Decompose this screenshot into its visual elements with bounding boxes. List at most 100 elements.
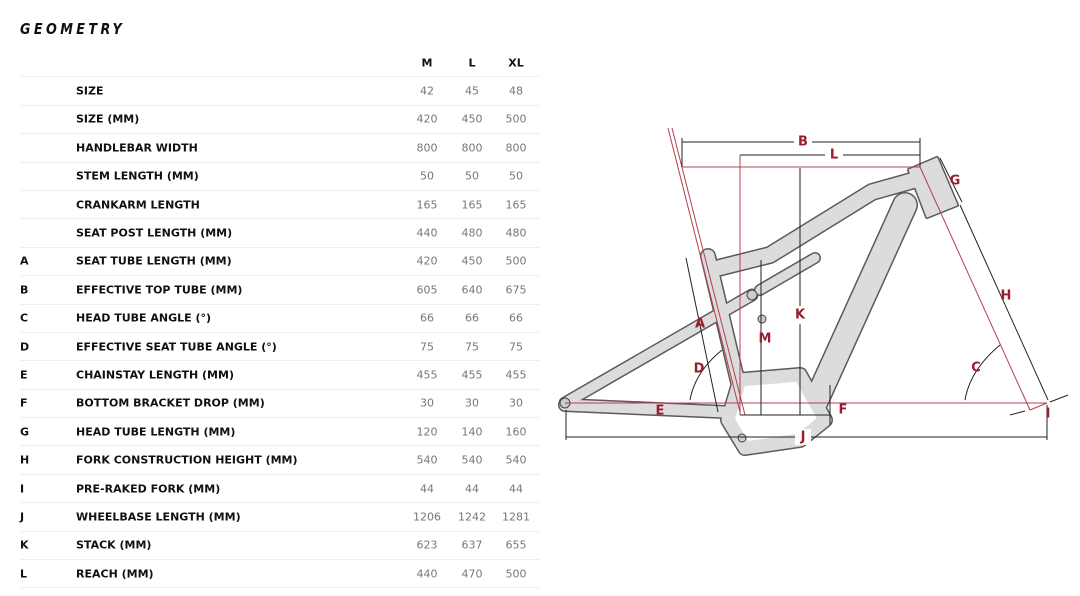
value-m: 540 — [416, 453, 438, 467]
value-l: 165 — [461, 198, 483, 212]
value-l: 75 — [465, 340, 479, 354]
value-m: 42 — [420, 84, 434, 98]
bike-frame — [558, 156, 959, 456]
value-m: 165 — [416, 198, 438, 212]
row-label: WHEELBASE LENGTH (MM) — [76, 510, 241, 524]
red-reference-lines — [565, 127, 1048, 416]
row-label: HANDLEBAR WIDTH — [76, 141, 198, 155]
value-m: 50 — [420, 169, 434, 183]
row-label: SIZE (MM) — [76, 112, 140, 126]
row-label: STACK (MM) — [76, 538, 152, 552]
value-xl: 75 — [509, 340, 523, 354]
row-letter: G — [20, 425, 30, 439]
value-xl: 500 — [505, 112, 527, 126]
value-l: 50 — [465, 169, 479, 183]
value-xl: 160 — [505, 425, 527, 439]
table-header: M L XL — [20, 49, 540, 78]
table-row: B EFFECTIVE TOP TUBE (MM) 605 640 675 — [20, 276, 540, 305]
value-xl: 455 — [505, 368, 527, 382]
row-label: EFFECTIVE SEAT TUBE ANGLE (°) — [76, 340, 277, 354]
value-m: 605 — [416, 283, 438, 297]
value-m: 75 — [420, 340, 434, 354]
value-l: 450 — [461, 254, 483, 268]
table-row: H FORK CONSTRUCTION HEIGHT (MM) 540 540 540 — [20, 446, 540, 475]
value-xl: 500 — [505, 254, 527, 268]
label-h: H — [1001, 289, 1012, 304]
value-l: 30 — [465, 396, 479, 410]
row-letter: I — [20, 482, 25, 496]
value-l: 800 — [461, 141, 483, 155]
value-xl: 500 — [505, 567, 527, 581]
row-label: BOTTOM BRACKET DROP (MM) — [76, 396, 265, 410]
value-m: 120 — [416, 425, 438, 439]
page-title: GEOMETRY — [20, 20, 126, 38]
value-l: 637 — [461, 538, 483, 552]
value-xl: 48 — [509, 84, 523, 98]
value-m: 44 — [420, 482, 434, 496]
label-l: L — [830, 148, 838, 163]
column-header-l: L — [468, 56, 476, 70]
value-l: 470 — [461, 567, 483, 581]
value-l: 66 — [465, 311, 479, 325]
value-m: 420 — [416, 254, 438, 268]
value-xl: 540 — [505, 453, 527, 467]
value-m: 800 — [416, 141, 438, 155]
label-a: A — [695, 317, 705, 332]
value-l: 44 — [465, 482, 479, 496]
label-m: M — [759, 332, 772, 347]
value-l: 540 — [461, 453, 483, 467]
label-j: J — [800, 430, 806, 445]
value-l: 480 — [461, 226, 483, 240]
table-row: D EFFECTIVE SEAT TUBE ANGLE (°) 75 75 75 — [20, 333, 540, 362]
dimension-labels: B L K M A D E F G H C I J — [656, 134, 1051, 445]
value-l: 1242 — [458, 510, 486, 524]
value-l: 45 — [465, 84, 479, 98]
value-l: 640 — [461, 283, 483, 297]
value-m: 30 — [420, 396, 434, 410]
row-label: SEAT POST LENGTH (MM) — [76, 226, 233, 240]
label-f: F — [839, 403, 848, 418]
row-letter: F — [20, 396, 28, 410]
label-c: C — [971, 361, 981, 376]
row-letter: B — [20, 283, 29, 297]
value-xl: 50 — [509, 169, 523, 183]
row-label: HEAD TUBE ANGLE (°) — [76, 311, 212, 325]
row-letter: L — [20, 567, 28, 581]
label-g: G — [950, 174, 961, 189]
row-label: HEAD TUBE LENGTH (MM) — [76, 425, 236, 439]
row-label: SIZE — [76, 84, 104, 98]
value-xl: 1281 — [502, 510, 530, 524]
value-xl: 44 — [509, 482, 523, 496]
row-letter: D — [20, 340, 30, 354]
value-m: 623 — [416, 538, 438, 552]
value-m: 440 — [416, 567, 438, 581]
table-row: SIZE 42 45 48 — [20, 77, 540, 106]
value-xl: 165 — [505, 198, 527, 212]
value-m: 440 — [416, 226, 438, 240]
row-label: FORK CONSTRUCTION HEIGHT (MM) — [76, 453, 298, 467]
value-l: 455 — [461, 368, 483, 382]
row-letter: J — [20, 510, 25, 524]
row-label: CRANKARM LENGTH — [76, 198, 200, 212]
row-letter: C — [20, 311, 29, 325]
value-xl: 675 — [505, 283, 527, 297]
row-label: EFFECTIVE TOP TUBE (MM) — [76, 283, 243, 297]
label-i: I — [1046, 407, 1051, 422]
row-letter: A — [20, 254, 29, 268]
label-d: D — [694, 362, 705, 377]
value-m: 420 — [416, 112, 438, 126]
row-label: STEM LENGTH (MM) — [76, 169, 199, 183]
value-xl: 66 — [509, 311, 523, 325]
row-letter: H — [20, 453, 30, 467]
label-k: K — [795, 308, 806, 323]
